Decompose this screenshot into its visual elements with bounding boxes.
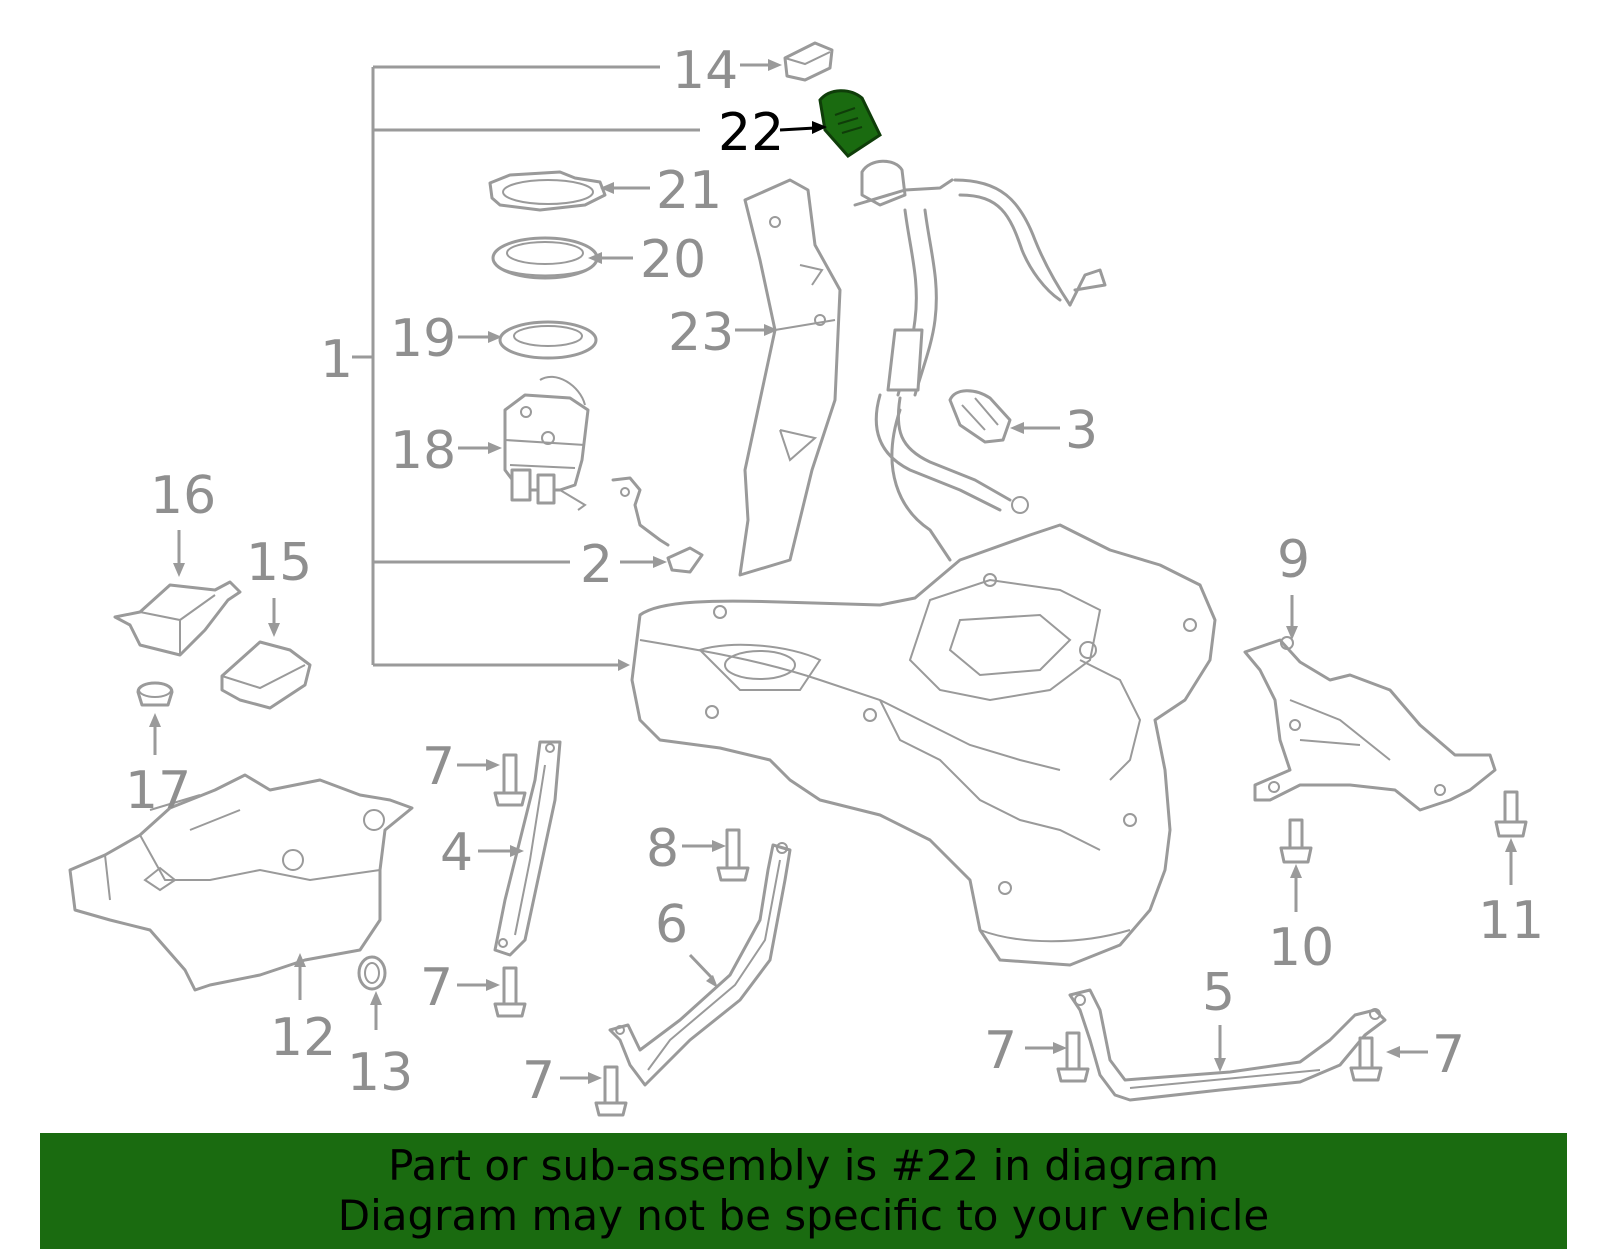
- part-16-module: [113, 580, 242, 657]
- label-7-mid: 7: [420, 958, 453, 1018]
- bolt-7-bottom: [594, 1065, 628, 1117]
- label-9: 9: [1277, 530, 1310, 590]
- part-17-nut: [136, 681, 174, 707]
- label-21: 21: [656, 161, 722, 221]
- label-6: 6: [655, 895, 688, 955]
- bolt-7-upper-left: [493, 753, 527, 807]
- part-labels: 14 22 21 20 19 18 1 23 2 3 16 15 9 17 7 …: [125, 41, 1544, 1111]
- label-14: 14: [672, 41, 738, 101]
- label-22: 22: [718, 103, 784, 163]
- bolt-7-mid-left: [493, 966, 527, 1018]
- label-17: 17: [125, 761, 191, 821]
- label-12: 12: [270, 1008, 336, 1068]
- fuel-tank: [630, 496, 1217, 967]
- label-20: 20: [640, 230, 706, 290]
- label-23: 23: [668, 303, 734, 363]
- assembly-1-bracket: [352, 65, 700, 671]
- label-16: 16: [150, 466, 216, 526]
- banner-line-2: Diagram may not be specific to your vehi…: [337, 1191, 1270, 1240]
- label-10: 10: [1268, 918, 1334, 978]
- part-15-module: [220, 640, 312, 710]
- label-7-upper: 7: [422, 737, 455, 797]
- part-22-highlighted: [818, 89, 882, 158]
- label-19: 19: [390, 309, 456, 369]
- bolt-10: [1279, 818, 1313, 864]
- info-banner: Part or sub-assembly is #22 in diagram D…: [40, 1133, 1567, 1249]
- part-20-seal: [491, 236, 599, 280]
- label-3: 3: [1065, 401, 1098, 461]
- bolt-7-bottom-right-b: [1349, 1036, 1383, 1082]
- label-2: 2: [580, 535, 613, 595]
- bolt-11: [1494, 790, 1528, 838]
- label-1: 1: [320, 330, 353, 390]
- part-6-strap: [608, 842, 792, 1087]
- label-8: 8: [646, 819, 679, 879]
- label-7-bottom: 7: [522, 1051, 555, 1111]
- label-11: 11: [1478, 891, 1544, 951]
- label-7-right-b: 7: [1432, 1025, 1465, 1085]
- part-18-fuel-pump: [503, 375, 590, 511]
- part-23-heat-shield: [738, 178, 842, 577]
- leader-lines: [149, 59, 1517, 1084]
- part-21-lock-ring: [488, 170, 607, 212]
- part-19-gasket: [498, 320, 598, 360]
- banner-line-1: Part or sub-assembly is #22 in diagram: [388, 1141, 1219, 1190]
- label-4: 4: [440, 823, 473, 883]
- part-5-strap: [1068, 988, 1387, 1102]
- part-13-o-ring: [357, 955, 387, 991]
- part-9-heat-shield: [1243, 636, 1497, 812]
- part-4-strap: [493, 740, 562, 957]
- part-3-valve: [948, 389, 1012, 444]
- bolt-7-bottom-right-a: [1056, 1031, 1090, 1083]
- part-14-cap: [783, 41, 834, 82]
- bolt-8: [716, 828, 750, 882]
- label-7-right-a: 7: [984, 1021, 1017, 1081]
- bolts: [493, 753, 1528, 1117]
- part-2-sender: [611, 476, 704, 574]
- label-18: 18: [390, 421, 456, 481]
- part-12-heat-shield: [68, 773, 414, 992]
- label-5: 5: [1202, 963, 1235, 1023]
- filler-neck: [853, 159, 1107, 562]
- label-15: 15: [246, 533, 312, 593]
- label-13: 13: [347, 1043, 413, 1103]
